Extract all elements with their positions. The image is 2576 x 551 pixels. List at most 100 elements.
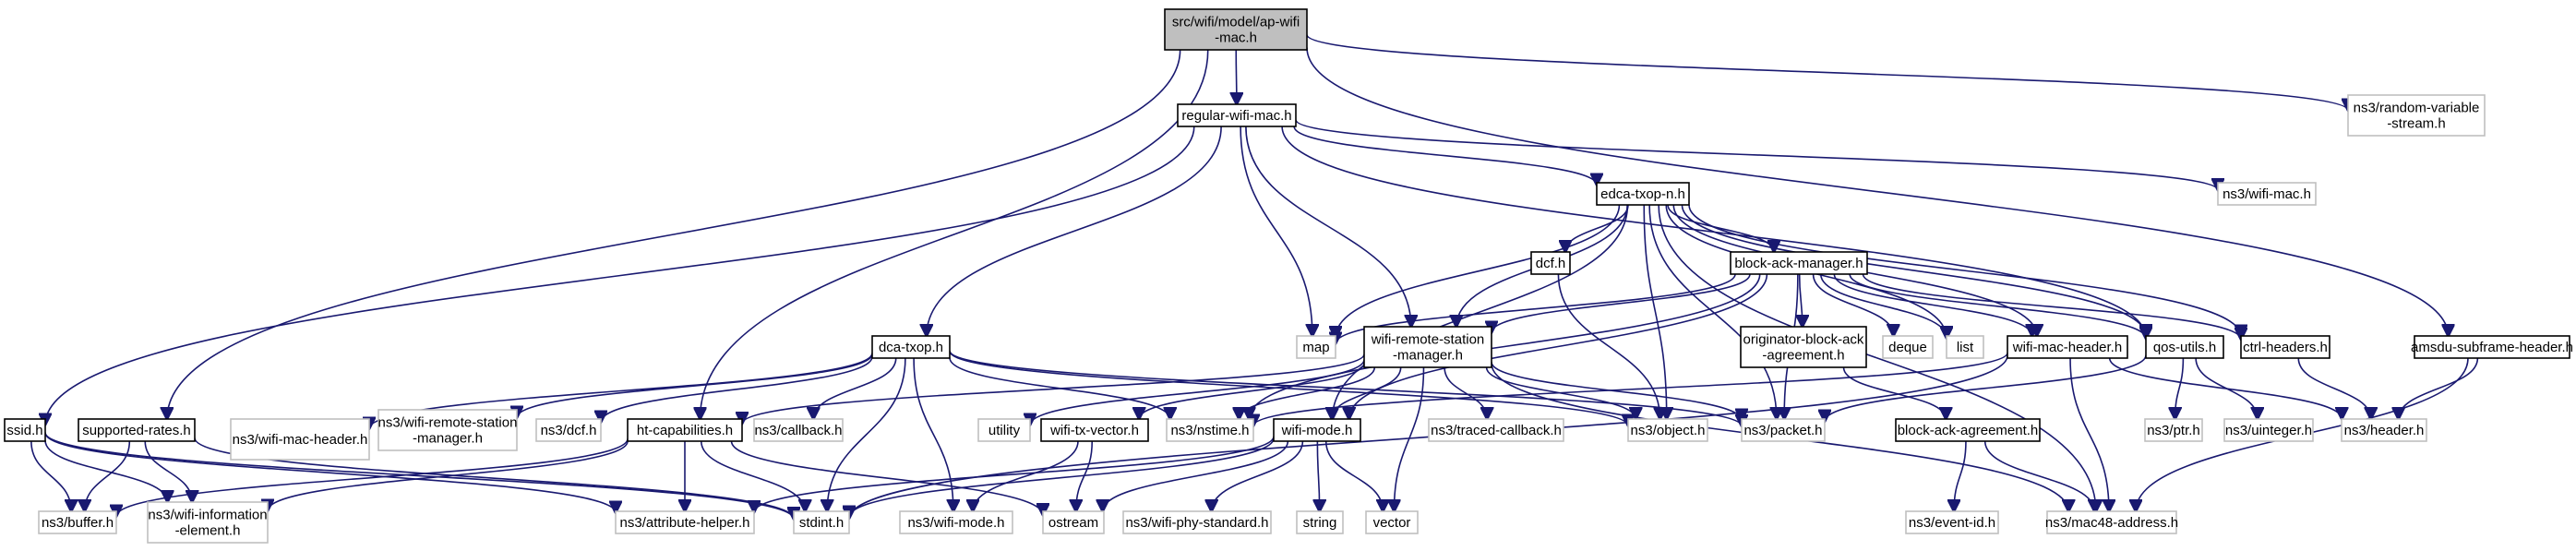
node-ns3-event-id: ns3/event-id.h [1905,510,1999,534]
node-ns3-callback: ns3/callback.h [753,418,844,442]
node-ap-wifi-mac[interactable]: src/wifi/model/ap-wifi-mac.h [1164,8,1308,51]
node-label-ns3-wifi-phy-standard: ns3/wifi-phy-standard.h [1125,515,1268,531]
node-ns3-wifi-information-element: ns3/wifi-information-element.h [147,501,269,544]
node-box-block-ack-agreement [1895,418,2041,442]
edge-block-ack-manager-to-wifi-mac-header [1833,273,2031,336]
node-regular-wifi-mac[interactable]: regular-wifi-mac.h [1177,103,1297,127]
node-box-ns3-nstime [1166,418,1254,442]
node-wifi-mode[interactable]: wifi-mode.h [1273,418,1361,442]
node-random-variable-stream: ns3/random-variable-stream.h [2347,94,2486,137]
node-ns3-packet: ns3/packet.h [1741,418,1826,442]
edge-block-ack-manager-to-list [1819,273,1947,338]
edge-wifi-mac-header-to-ns3-mac48-address [2069,357,2109,511]
node-label-wifi-remote-station-manager: wifi-remote-station [1371,332,1485,348]
node-label-wifi-tx-vector: wifi-tx-vector.h [1049,423,1139,438]
node-label-ns3-wifi-mac: ns3/wifi-mac.h [2223,186,2311,202]
edge-block-ack-agreement-to-ns3-mac48-address [1983,440,2095,511]
node-box-string [1296,510,1344,534]
edge-wifi-mac-header-to-ns3-nstime [1253,352,2008,425]
node-ctrl-headers[interactable]: ctrl-headers.h [2240,335,2330,359]
node-label-vector: vector [1373,515,1411,531]
edge-amsdu-subframe-header-to-ns3-header [2399,357,2479,419]
edge-dca-txop-to-ns3-wifi-remote-station-manager [517,353,873,418]
node-label-ns3-header: ns3/header.h [2344,423,2425,438]
node-ns3-nstime: ns3/nstime.h [1166,418,1254,442]
node-edca-txop-n[interactable]: edca-txop-n.h [1596,182,1690,206]
edge-ht-capabilities-to-ns3-wifi-information-element [268,440,629,510]
node-box-supported-rates [78,418,196,442]
edge-ap-wifi-mac-to-regular-wifi-mac [1236,49,1237,104]
node-label-wifi-mode: wifi-mode.h [1281,423,1353,438]
node-ns3-wifi-mac: ns3/wifi-mac.h [2217,182,2317,206]
node-box-stdint [793,510,850,534]
node-box-dcf [1530,251,1571,275]
edge-wifi-mode-to-ns3-wifi-phy-standard [1212,440,1304,511]
node-label-ht-capabilities: ht-capabilities.h [637,423,733,438]
edge-edca-txop-n-to-qos-utils [1681,204,2146,336]
node-label-supported-rates: supported-rates.h [82,423,191,438]
node-block-ack-agreement[interactable]: block-ack-agreement.h [1895,418,2041,442]
edge-ap-wifi-mac-to-supported-rates [167,49,1181,419]
node-label-ap-wifi-mac: -mac.h [1215,30,1257,46]
node-label-ns3-uinteger: ns3/uinteger.h [2225,423,2312,438]
node-label-block-ack-agreement: block-ack-agreement.h [1898,423,2039,438]
edge-regular-wifi-mac-to-edca-txop-n [1293,126,1597,185]
node-label-regular-wifi-mac: regular-wifi-mac.h [1181,108,1291,124]
node-block-ack-manager[interactable]: block-ack-manager.h [1730,251,1868,275]
edge-edca-txop-n-to-ns3-mac48-address [1658,204,2096,511]
node-label-map: map [1302,340,1329,355]
edge-block-ack-manager-to-deque [1812,273,1894,336]
node-box-ns3-ptr [2144,418,2203,442]
node-ssid[interactable]: ssid.h [4,418,46,442]
node-label-amsdu-subframe-header: amsdu-subframe-header.h [2411,340,2573,355]
node-ns3-wifi-remote-station-manager: ns3/wifi-remote-station-manager.h [377,409,518,451]
node-amsdu-subframe-header[interactable]: amsdu-subframe-header.h [2411,335,2573,359]
node-originator-block-ack-agreement[interactable]: originator-block-ack-agreement.h [1740,326,1867,368]
node-supported-rates[interactable]: supported-rates.h [78,418,196,442]
node-box-ns3-traced-callback [1428,418,1564,442]
node-box-ns3-object [1627,418,1708,442]
edge-block-ack-manager-to-ctrl-headers [1862,273,2241,340]
node-label-ns3-ptr: ns3/ptr.h [2147,423,2200,438]
edge-dca-txop-to-stdint [827,357,906,511]
node-label-list: list [1957,340,1974,355]
edge-regular-wifi-mac-to-ssid [45,126,1195,425]
node-wifi-tx-vector[interactable]: wifi-tx-vector.h [1040,418,1149,442]
node-map: map [1296,335,1336,359]
node-dca-txop[interactable]: dca-txop.h [871,335,951,359]
node-vector: vector [1365,510,1419,534]
node-wifi-remote-station-manager[interactable]: wifi-remote-station-manager.h [1363,326,1492,368]
node-box-edca-txop-n [1596,182,1690,206]
node-ht-capabilities[interactable]: ht-capabilities.h [627,418,743,442]
node-box-ap-wifi-mac [1164,8,1308,51]
node-box-ctrl-headers [2240,335,2330,359]
node-box-utility [977,418,1031,442]
edge-edca-txop-n-to-ns3-object [1643,204,1666,419]
node-box-regular-wifi-mac [1177,103,1297,127]
edge-block-ack-manager-to-map [1336,273,1736,343]
edge-qos-utils-to-ns3-ptr [2175,357,2185,419]
node-label-ns3-wifi-remote-station-manager: -manager.h [413,431,483,447]
node-box-ns3-mac48-address [2046,510,2177,534]
node-label-block-ack-manager: block-ack-manager.h [1734,256,1863,271]
node-box-ns3-attribute-helper [615,510,755,534]
edge-wifi-remote-station-manager-to-ns3-nstime [1239,366,1376,419]
node-dcf[interactable]: dcf.h [1530,251,1571,275]
node-label-ns3-callback: ns3/callback.h [754,423,842,438]
node-ns3-object: ns3/object.h [1627,418,1708,442]
node-box-wifi-remote-station-manager [1363,326,1492,368]
node-ns3-traced-callback: ns3/traced-callback.h [1428,418,1564,442]
node-box-ns3-wifi-remote-station-manager [377,409,518,451]
node-qos-utils[interactable]: qos-utils.h [2145,335,2224,359]
node-label-ns3-wifi-information-element: -element.h [175,523,241,539]
edge-dcf-to-ns3-object [1557,273,1659,419]
edge-wifi-remote-station-manager-to-ns3-packet [1491,361,1742,420]
node-label-ns3-packet: ns3/packet.h [1743,423,1822,438]
edge-ht-capabilities-to-ns3-buffer [116,438,629,516]
node-wifi-mac-header[interactable]: wifi-mac-header.h [2007,335,2128,359]
edge-dca-txop-to-ns3-object [949,351,1628,426]
node-label-ns3-mac48-address: ns3/mac48-address.h [2045,515,2178,531]
node-ns3-attribute-helper: ns3/attribute-helper.h [615,510,755,534]
edge-dca-txop-to-ns3-nstime [949,357,1170,419]
